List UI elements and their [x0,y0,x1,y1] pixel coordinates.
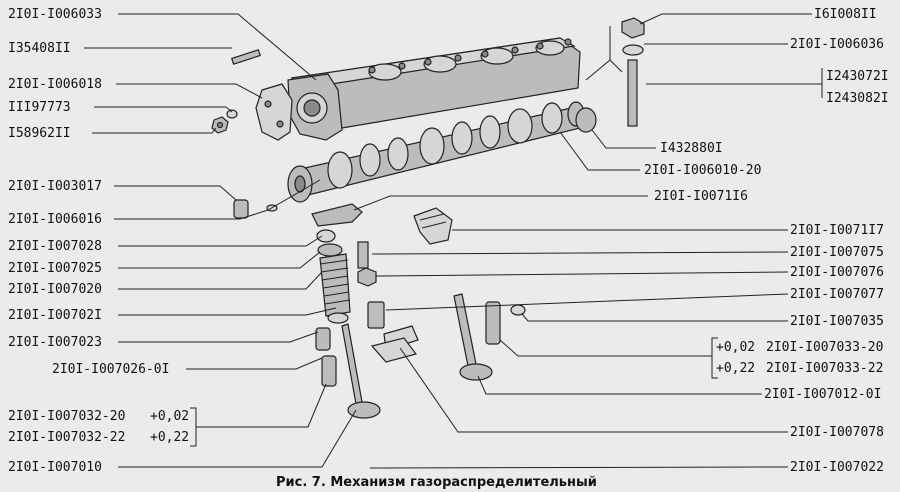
label-2101-1007077: 2I0I-I007077 [790,287,884,302]
label-2101-1007012-01: 2I0I-I007012-0I [764,387,881,402]
washer [226,109,238,119]
label-2101-1007010: 2I0I-I007010 [8,460,102,475]
label-2101-1007032-20: 2I0I-I007032-20 [8,409,125,424]
label-2101-1007032-22: 2I0I-I007032-22 [8,430,125,445]
label-14328801: I432880I [660,141,723,156]
label-2101-1007075: 2I0I-I007075 [790,245,884,260]
valve-guide-right [485,301,501,345]
valve-guide-left [321,355,337,387]
long-stud [627,59,638,127]
label-2101-1006010-20: 2I0I-I006010-20 [644,163,761,178]
label-2101-1007035: 2I0I-I007035 [790,314,884,329]
adjusting-bolt [357,241,369,269]
cap-nut [621,17,645,39]
label-2101-1007021: 2I0I-I00702I [8,308,102,323]
valve-left [341,323,381,419]
plug [575,107,597,133]
bush [233,199,249,219]
label-12430821: I243082I [826,91,889,106]
label-2101-1006033: 2I0I-I006033 [8,7,102,22]
rocker-lever [311,203,363,227]
label-2101-1006018: 2I0I-I006018 [8,77,102,92]
valve-stem-seal [315,327,331,351]
label-2101-1007025: 2I0I-I007025 [8,261,102,276]
label-2101-1007026-01: 2I0I-I007026-0I [52,362,169,377]
gasket-plate [255,83,293,141]
figure-caption: Рис. 7. Механизм газораспределительный [276,475,597,490]
label-2101-1007033-22: 2I0I-I007033-22 [766,361,883,376]
retaining-ring [510,304,526,316]
valve-right [453,293,493,381]
label-2101-1007116: 2I0I-I0071I6 [654,189,748,204]
label-2101-1003017: 2I0I-I003017 [8,179,102,194]
locknut [357,267,377,287]
stud [231,49,261,65]
label-2101-1007022: 2I0I-I007022 [790,460,884,475]
label-2101-1007078: 2I0I-I007078 [790,425,884,440]
label-2101-1006036: 2I0I-I006036 [790,37,884,52]
label-tolerance-002-left: +0,02 [150,409,189,424]
label-tolerance-022-right: +0,22 [716,361,755,376]
stud-washer [622,44,644,56]
nut [211,116,229,134]
label-2101-1007117: 2I0I-I0071I7 [790,223,884,238]
camshaft [287,101,589,203]
leader-lines [84,13,823,469]
label-15896211: I58962II [8,126,71,141]
bolt-bushing [367,301,385,329]
label-16100811: I6I008II [814,7,877,22]
label-2101-1007076: 2I0I-I007076 [790,265,884,280]
camshaft-housing [287,37,581,141]
label-2101-1007033-20: 2I0I-I007033-20 [766,340,883,355]
label-11197773: III97773 [8,100,71,115]
label-2101-1006016: 2I0I-I006016 [8,212,102,227]
label-12430721: I243072I [826,69,889,84]
label-2101-1007020: 2I0I-I007020 [8,282,102,297]
valve-spring [316,229,351,324]
label-tolerance-022-left: +0,22 [150,430,189,445]
spring-clip [413,207,453,245]
label-tolerance-002-right: +0,02 [716,340,755,355]
label-13540811: I35408II [8,41,71,56]
label-2101-1007023: 2I0I-I007023 [8,335,102,350]
label-2101-1007028: 2I0I-I007028 [8,239,102,254]
